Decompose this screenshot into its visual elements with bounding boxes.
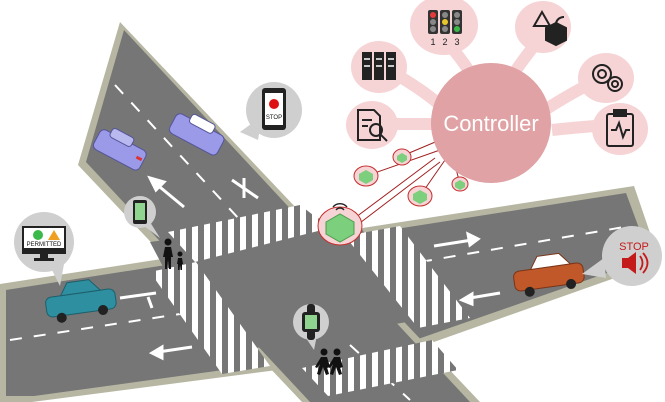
clipboard-chart-icon xyxy=(606,109,634,147)
gears-icon xyxy=(592,64,623,92)
smartwatch-walk-icon xyxy=(302,304,320,340)
lane-arrows xyxy=(119,175,501,361)
traffic-light-label: 2 xyxy=(442,37,447,47)
car-blue-front[interactable] xyxy=(168,107,229,157)
wireless-sensor-icon xyxy=(317,203,363,246)
traffic-light-label: 1 xyxy=(430,37,435,47)
speaker-stop-label: STOP xyxy=(619,241,649,253)
wireless-sensor-icon xyxy=(353,165,379,187)
car-orange[interactable] xyxy=(511,250,586,298)
stop-speaker-callout: STOP xyxy=(582,226,662,286)
crosswalk-north xyxy=(168,205,330,262)
smartwatch-callout xyxy=(293,304,329,350)
geometric-shapes-icon xyxy=(532,9,567,47)
lane-marking xyxy=(114,84,241,221)
smartphone-walk-icon xyxy=(133,200,147,224)
wireless-sensor-icon xyxy=(407,185,433,207)
pedestrians-walking-icon xyxy=(315,348,343,375)
car-blue-rear[interactable] xyxy=(92,123,151,172)
phone-walk-callout xyxy=(124,196,160,238)
car-teal[interactable] xyxy=(43,276,118,324)
wireless-sensor-icon xyxy=(392,148,412,166)
traffic-light-label: 3 xyxy=(454,37,459,47)
controller-node[interactable]: Controller xyxy=(431,63,551,183)
traffic-light-icon: 1 2 3 xyxy=(428,10,462,47)
speaker-icon xyxy=(622,252,649,274)
phone-stop-callout: STOP xyxy=(240,82,302,140)
monitor-label: PERMITTED xyxy=(27,242,62,248)
pedestrian-adult-child-icon xyxy=(163,238,183,270)
crosswalk-south xyxy=(302,340,458,396)
crosswalk-west xyxy=(150,262,270,374)
server-rack-icon xyxy=(362,52,396,80)
document-search-icon xyxy=(357,109,388,142)
phone-stop-label: STOP xyxy=(266,115,282,121)
monitor-callout: PERMITTED xyxy=(14,212,74,286)
crosswalk-east xyxy=(345,226,470,328)
lane-marking xyxy=(9,313,181,341)
smartphone-stop-icon: STOP xyxy=(262,88,286,130)
monitor-icon: PERMITTED xyxy=(22,226,66,261)
lane-marking xyxy=(419,225,631,263)
controller-label: Controller xyxy=(443,111,538,136)
wireless-sensor-icon xyxy=(451,176,469,192)
